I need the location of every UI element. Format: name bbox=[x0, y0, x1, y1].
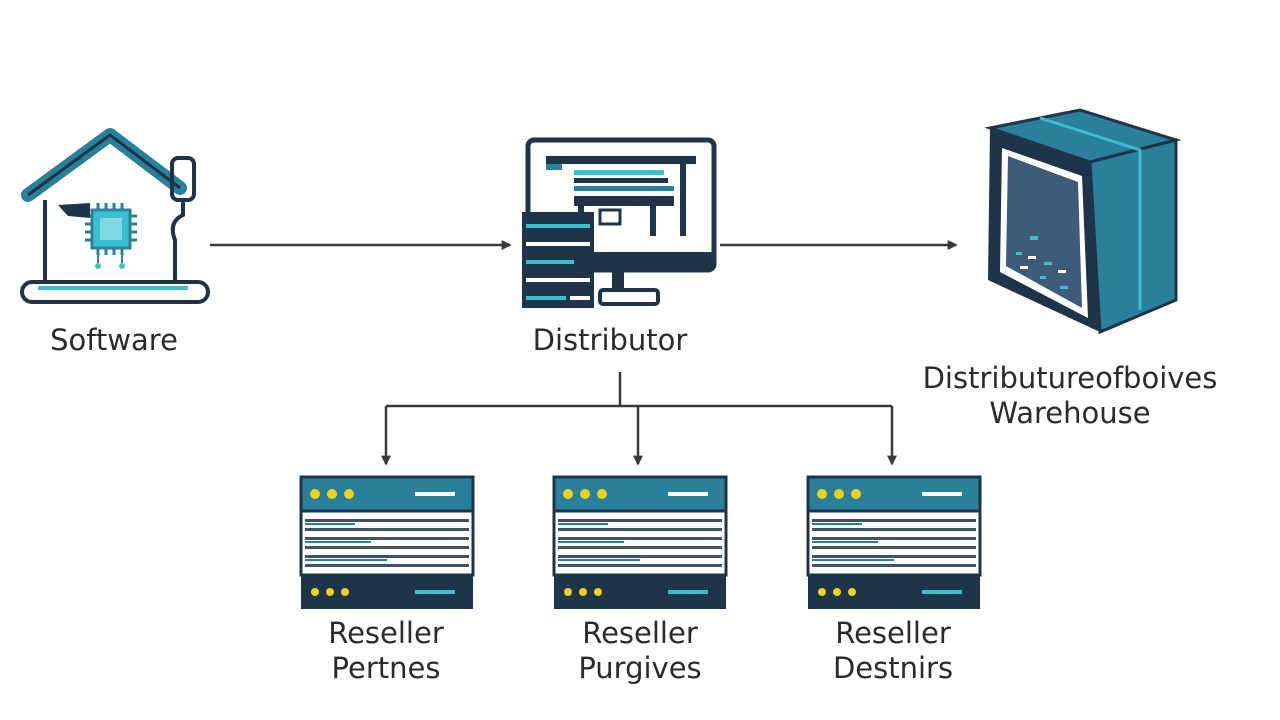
reseller-label-2-line2: Purgives bbox=[578, 651, 702, 685]
window-dot-icon bbox=[597, 489, 607, 499]
warehouse-label: Distributureofboives Warehouse bbox=[890, 361, 1250, 431]
reseller-label-3-line2: Destnirs bbox=[832, 651, 954, 685]
server-stack-icon bbox=[522, 212, 594, 308]
reseller-label-1: Reseller Pertnes bbox=[286, 616, 486, 686]
browser-window-icon bbox=[299, 475, 475, 609]
warehouse-label-line2: Warehouse bbox=[989, 396, 1151, 430]
window-dot-icon bbox=[311, 588, 319, 596]
distributor-label: Distributor bbox=[532, 323, 688, 357]
reseller-label-3-line1: Reseller bbox=[835, 616, 951, 650]
reseller-label-3: Reseller Destnirs bbox=[793, 616, 993, 686]
warehouse-label-line1: Distributureofboives bbox=[922, 361, 1218, 395]
monitor-server-icon bbox=[522, 137, 717, 308]
cube-box-icon bbox=[984, 108, 1182, 335]
reseller-label-2-line1: Reseller bbox=[582, 616, 698, 650]
window-dot-icon bbox=[848, 588, 856, 596]
window-dot-icon bbox=[326, 588, 334, 596]
window-dot-icon bbox=[579, 588, 587, 596]
window-dot-icon bbox=[344, 489, 354, 499]
window-dot-icon bbox=[834, 489, 844, 499]
window-dot-icon bbox=[817, 489, 827, 499]
reseller-label-2: Reseller Purgives bbox=[540, 616, 740, 686]
browser-window-icon bbox=[552, 475, 728, 609]
window-dot-icon bbox=[564, 588, 572, 596]
window-dot-icon bbox=[341, 588, 349, 596]
reseller-label-1-line1: Reseller bbox=[328, 616, 444, 650]
window-dot-icon bbox=[310, 489, 320, 499]
window-dot-icon bbox=[594, 588, 602, 596]
window-dot-icon bbox=[833, 588, 841, 596]
window-dot-icon bbox=[563, 489, 573, 499]
window-dot-icon bbox=[851, 489, 861, 499]
window-dot-icon bbox=[580, 489, 590, 499]
reseller-label-1-line2: Pertnes bbox=[331, 651, 441, 685]
software-label: Software bbox=[50, 323, 178, 357]
window-dot-icon bbox=[818, 588, 826, 596]
branch-connector bbox=[381, 372, 897, 466]
chip-icon bbox=[85, 203, 137, 269]
browser-window-icon bbox=[806, 475, 982, 609]
window-dot-icon bbox=[327, 489, 337, 499]
house-chip-icon bbox=[20, 128, 210, 304]
